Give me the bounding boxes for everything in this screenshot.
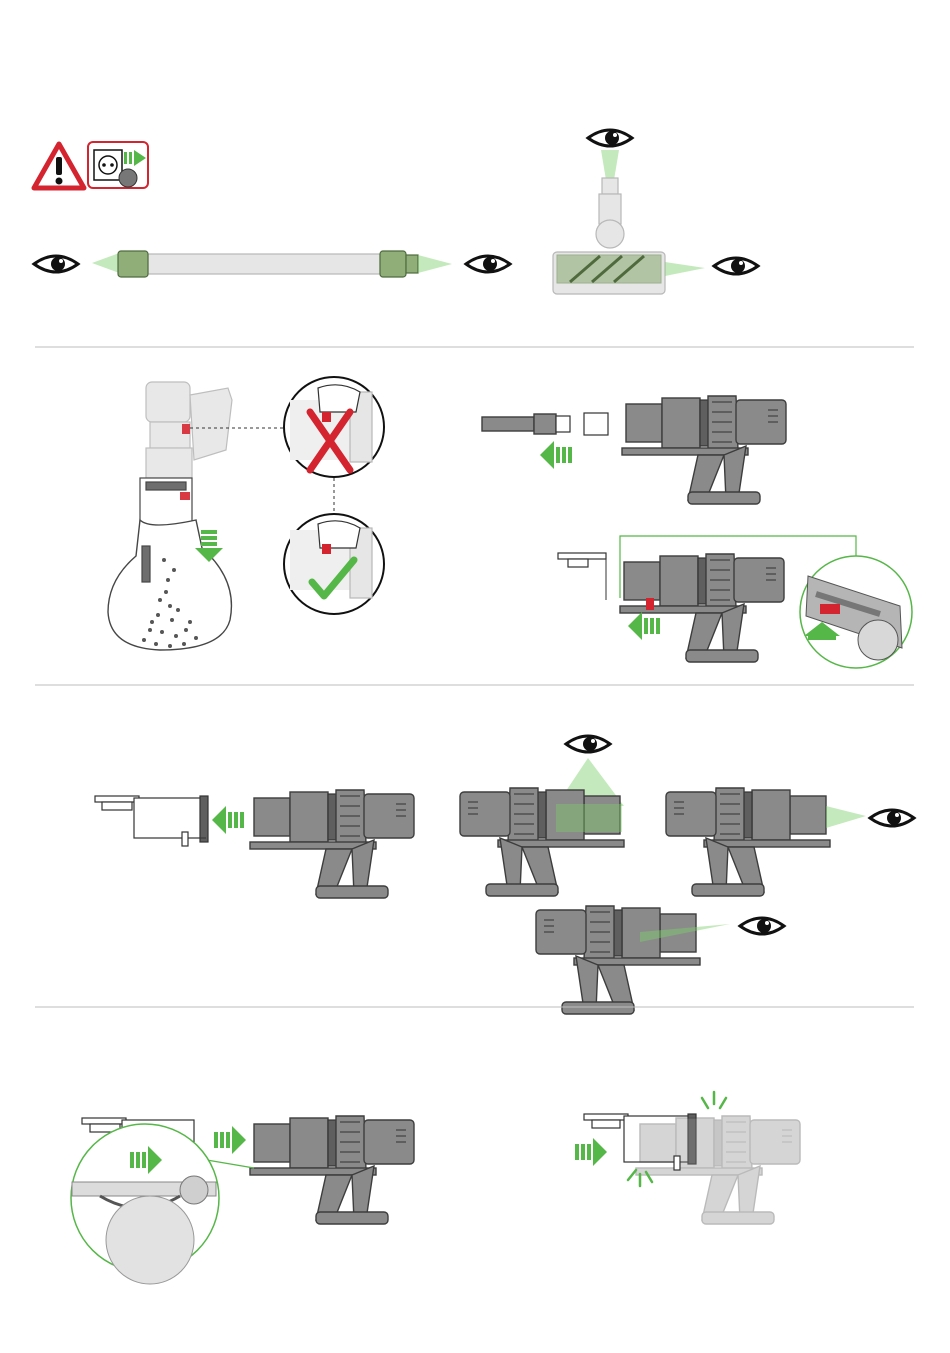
slide-bin-illustration bbox=[71, 1116, 414, 1284]
release-bin-illustration bbox=[558, 536, 912, 668]
vacuum-over-bag-illustration bbox=[108, 382, 232, 650]
detach-wand-illustration bbox=[482, 396, 786, 504]
eye-icon bbox=[566, 736, 610, 752]
bin-rail-inset bbox=[71, 1124, 219, 1284]
panel-empty-bin bbox=[108, 377, 912, 668]
eye-icon bbox=[34, 256, 78, 272]
panel-check-blockages bbox=[34, 130, 758, 294]
eye-icon bbox=[740, 918, 784, 934]
wrong-grip-inset bbox=[284, 377, 384, 477]
warning-icon bbox=[34, 144, 84, 188]
eye-icon bbox=[870, 810, 914, 826]
eye-icon bbox=[588, 130, 632, 146]
arrow-icon bbox=[540, 441, 572, 469]
cleaner-head-illustration bbox=[553, 130, 758, 294]
eye-icon bbox=[466, 256, 510, 272]
inspect-rear-illustration bbox=[536, 906, 784, 1014]
removed-bin-illustration bbox=[95, 790, 414, 898]
inspect-cyclone-illustration bbox=[460, 736, 624, 896]
arrow-icon bbox=[628, 612, 660, 640]
panel-refit-bin bbox=[71, 1092, 800, 1284]
wand-illustration bbox=[34, 251, 510, 277]
eye-icon bbox=[714, 258, 758, 274]
unplug-icon bbox=[88, 142, 148, 188]
arrow-icon bbox=[575, 1138, 607, 1166]
arrow-icon bbox=[214, 1126, 246, 1154]
click-into-place-illustration bbox=[575, 1092, 800, 1224]
correct-grip-inset bbox=[284, 514, 384, 614]
release-button-inset bbox=[800, 556, 912, 668]
panel-inspect-bin bbox=[95, 736, 914, 1014]
inspect-inlet-illustration bbox=[666, 788, 914, 896]
arrow-icon bbox=[212, 806, 244, 834]
